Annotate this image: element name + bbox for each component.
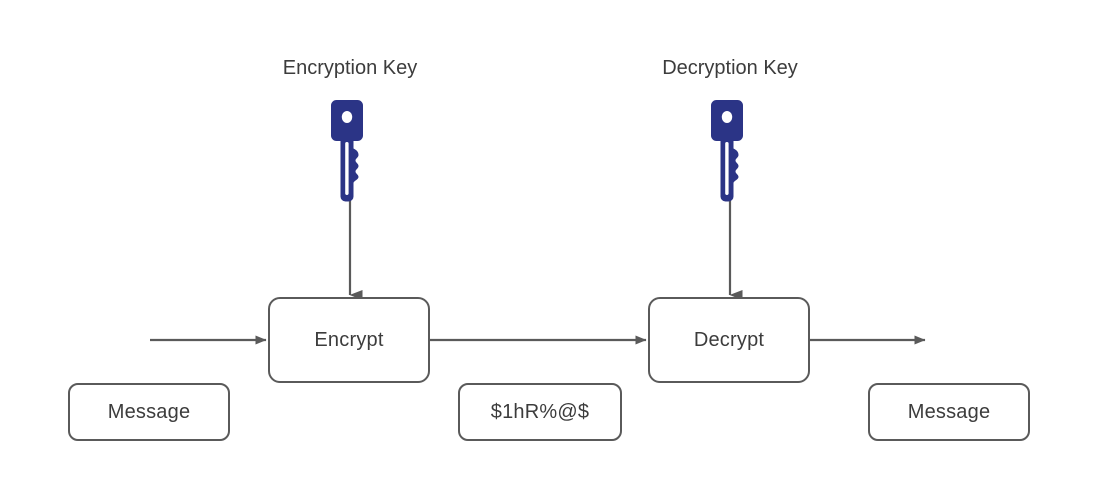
ciphertext-node[interactable]: $1hR%@$ [458,383,622,441]
message-output-node[interactable]: Message [868,383,1030,441]
encryption-key-label: Encryption Key [282,57,418,79]
encrypt-node[interactable]: Encrypt [268,297,430,383]
message-input-node[interactable]: Message [68,383,230,441]
decryption-key-label: Decryption Key [662,57,798,79]
decrypt-node[interactable]: Decrypt [648,297,810,383]
key-icon [711,100,743,202]
key-icon [331,100,363,202]
